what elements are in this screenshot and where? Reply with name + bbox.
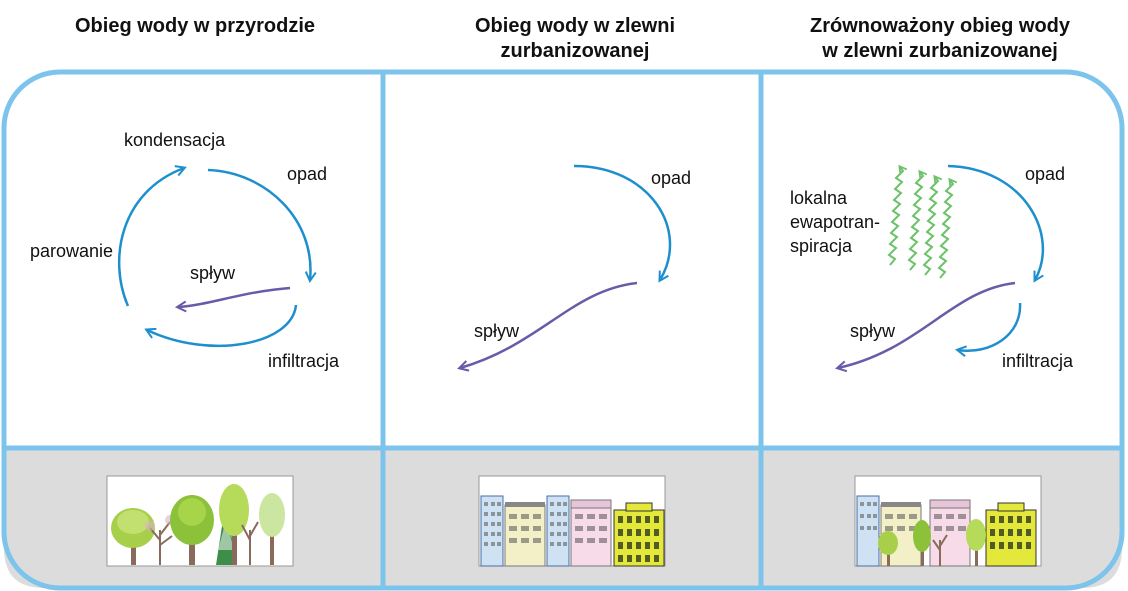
panel-1-title: Obieg wody w przyrodzie	[20, 14, 370, 39]
evapotranspiration-arrows	[887, 164, 958, 279]
label-ewapo-line-2: ewapotran-	[790, 212, 881, 232]
panel1-arrow-infiltration	[147, 304, 298, 348]
label-kondensacja: kondensacja	[124, 130, 226, 150]
label-splyw-2: spływ	[474, 321, 520, 341]
label-opad-3: opad	[1025, 164, 1066, 184]
panel2-arrow-runoff	[460, 281, 638, 368]
panel-3-title: Zrównoważony obieg wody w zlewni zurbani…	[770, 14, 1110, 64]
outer-frame	[1, 69, 1125, 591]
label-ewapo-line-1: lokalna	[790, 188, 848, 208]
label-ewapotranspiracja: lokalna ewapotran- spiracja	[790, 186, 880, 258]
label-splyw-1: spływ	[190, 263, 236, 283]
panel-2-title-line-1: Obieg wody w zlewni	[474, 15, 676, 37]
panel3-arrow-runoff	[838, 281, 1016, 368]
panel-3-title-line-1: Zrównoważony obieg wody	[810, 15, 1070, 37]
label-infiltracja-1: infiltracja	[268, 351, 340, 371]
scene-buildings	[478, 475, 666, 567]
label-parowanie: parowanie	[30, 241, 114, 261]
scene-trees	[106, 475, 294, 567]
panel1-arrow-opad	[207, 168, 310, 280]
panel1-arrow-runoff	[178, 286, 291, 307]
panel-3-title-line-2: w zlewni zurbanizowanej	[822, 40, 1058, 62]
panel3-arrow-opad	[947, 164, 1045, 280]
panel1-arrow-evaporation	[117, 168, 184, 307]
label-ewapo-line-3: spiracja	[790, 236, 853, 256]
label-opad-2: opad	[651, 168, 692, 188]
panel-2-title: Obieg wody w zlewni zurbanizowanej	[390, 14, 760, 64]
panel-1-title-line-1: Obieg wody w przyrodzie	[74, 15, 316, 37]
label-infiltracja-3: infiltracja	[1002, 351, 1074, 371]
panel2-arrow-opad	[573, 164, 672, 280]
panel3-arrow-infiltration	[958, 302, 1022, 351]
label-splyw-3: spływ	[850, 321, 896, 341]
scene-buildings-with-trees	[854, 475, 1042, 567]
panel-2-title-line-2: zurbanizowanej	[500, 40, 650, 62]
label-opad-1: opad	[287, 164, 328, 184]
